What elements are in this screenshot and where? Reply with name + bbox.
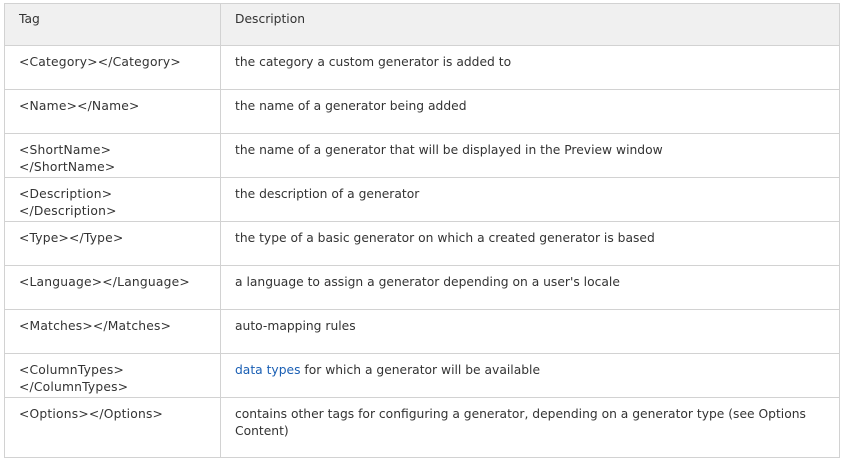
tag-cell: <Type></Type> bbox=[4, 221, 221, 266]
table-row: <ColumnTypes></ColumnTypes> data types f… bbox=[4, 353, 840, 398]
description-cell: contains other tags for configuring a ge… bbox=[220, 397, 840, 458]
column-header-tag: Tag bbox=[4, 3, 221, 46]
description-cell: a language to assign a generator dependi… bbox=[220, 265, 840, 310]
description-cell: the name of a generator that will be dis… bbox=[220, 133, 840, 178]
tag-cell: <ColumnTypes></ColumnTypes> bbox=[4, 353, 221, 398]
tag-cell: <Category></Category> bbox=[4, 45, 221, 90]
description-cell: the type of a basic generator on which a… bbox=[220, 221, 840, 266]
tag-cell: <Description></Description> bbox=[4, 177, 221, 222]
description-cell: auto-mapping rules bbox=[220, 309, 840, 354]
tag-cell: <Name></Name> bbox=[4, 89, 221, 134]
description-cell: the category a custom generator is added… bbox=[220, 45, 840, 90]
table-row: <Options></Options> contains other tags … bbox=[4, 397, 840, 458]
description-cell: the name of a generator being added bbox=[220, 89, 840, 134]
description-text: for which a generator will be available bbox=[300, 363, 541, 377]
data-types-link[interactable]: data types bbox=[235, 363, 301, 377]
table-row: <Language></Language> a language to assi… bbox=[4, 265, 840, 310]
tags-table: Tag Description <Category></Category> th… bbox=[4, 3, 840, 458]
tag-cell: <Options></Options> bbox=[4, 397, 221, 458]
description-cell: data types for which a generator will be… bbox=[220, 353, 840, 398]
table-row: <Category></Category> the category a cus… bbox=[4, 45, 840, 90]
table-header-row: Tag Description bbox=[4, 3, 840, 46]
tag-cell: <Matches></Matches> bbox=[4, 309, 221, 354]
tag-cell: <ShortName></ShortName> bbox=[4, 133, 221, 178]
table-row: <Description></Description> the descript… bbox=[4, 177, 840, 222]
table-row: <Matches></Matches> auto-mapping rules bbox=[4, 309, 840, 354]
table-row: <ShortName></ShortName> the name of a ge… bbox=[4, 133, 840, 178]
tag-cell: <Language></Language> bbox=[4, 265, 221, 310]
column-header-description: Description bbox=[220, 3, 840, 46]
description-cell: the description of a generator bbox=[220, 177, 840, 222]
table-row: <Type></Type> the type of a basic genera… bbox=[4, 221, 840, 266]
table-row: <Name></Name> the name of a generator be… bbox=[4, 89, 840, 134]
